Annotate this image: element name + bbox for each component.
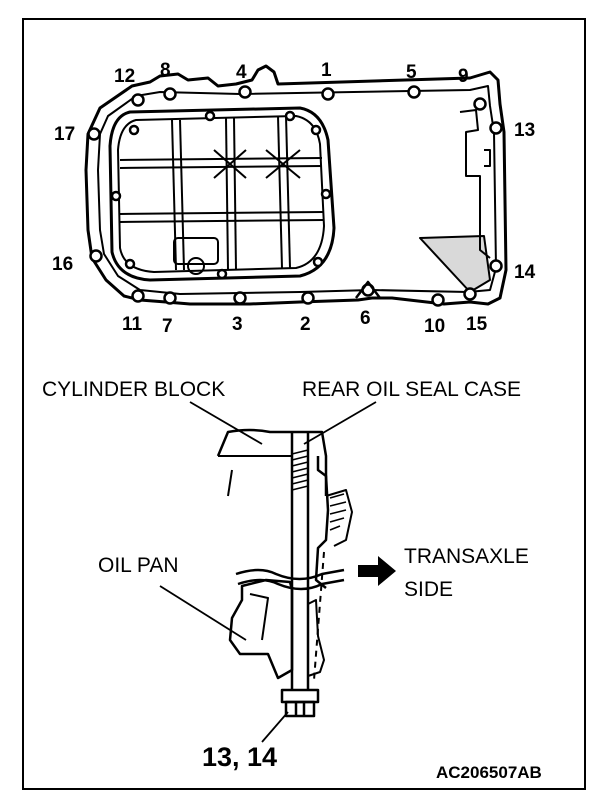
bolt-6-lug (355, 280, 381, 299)
bolt-number-17: 17 (54, 124, 75, 145)
oil-pan-ribs (119, 115, 325, 271)
bolt-threads (291, 449, 309, 491)
leader-cylinder-block (189, 401, 263, 445)
cylinder-block-label: CYLINDER BLOCK (42, 378, 225, 401)
bolt-number-7: 7 (162, 316, 173, 337)
cross-section-view (216, 428, 353, 718)
bolt-number-15: 15 (466, 314, 488, 335)
transaxle-label: TRANSAXLE (404, 545, 529, 568)
figure-code: AC206507AB (436, 763, 542, 782)
bolt-number-3: 3 (232, 314, 243, 335)
leader-oil-pan (159, 585, 247, 641)
bolt-labels: 1 2 3 4 5 6 7 8 9 10 11 12 13 14 15 16 1… (52, 60, 536, 337)
oil-pan-sump-inner (117, 115, 325, 273)
transaxle-side-arrow-icon (358, 556, 396, 586)
bolt-number-13: 13 (514, 120, 535, 141)
bolt-number-1: 1 (321, 60, 332, 81)
oil-pan-label: OIL PAN (98, 554, 179, 577)
break-lines (235, 568, 345, 591)
bolt-head (280, 688, 320, 718)
leader-rear-oil-seal-case (303, 401, 377, 445)
drain-plug (173, 237, 219, 275)
figure-frame (22, 18, 586, 790)
bolt-number-12: 12 (114, 66, 135, 87)
cylinder-block-section (216, 428, 328, 496)
bolt-number-8: 8 (160, 60, 171, 81)
bolt-ref-label: 13, 14 (202, 742, 277, 772)
leader-bolt-ref (261, 711, 289, 743)
oil-pan-sump-outer (108, 106, 336, 282)
bolt-number-11: 11 (122, 314, 143, 335)
bolt-number-4: 4 (236, 62, 247, 83)
oil-pan-right-details (419, 109, 491, 293)
bolt-number-9: 9 (458, 66, 469, 87)
bolt-number-2: 2 (300, 314, 311, 335)
oil-pan-top-view (84, 64, 508, 307)
bolt-number-6: 6 (360, 308, 371, 329)
bolt-number-5: 5 (406, 62, 417, 83)
bolt-holes (87, 85, 503, 307)
oil-pan-flange-outline (84, 64, 508, 306)
transaxle-side-label: SIDE (404, 578, 453, 601)
rear-oil-seal-case-label: REAR OIL SEAL CASE (302, 378, 521, 401)
bolt-number-16: 16 (52, 254, 73, 275)
leader-lines (159, 401, 377, 743)
callout-labels: CYLINDER BLOCK REAR OIL SEAL CASE OIL PA… (42, 378, 542, 782)
bolt-number-14: 14 (514, 262, 536, 283)
bolt-number-10: 10 (424, 316, 445, 337)
oil-pan-section (228, 578, 294, 680)
rear-oil-seal-case-section (314, 456, 330, 589)
